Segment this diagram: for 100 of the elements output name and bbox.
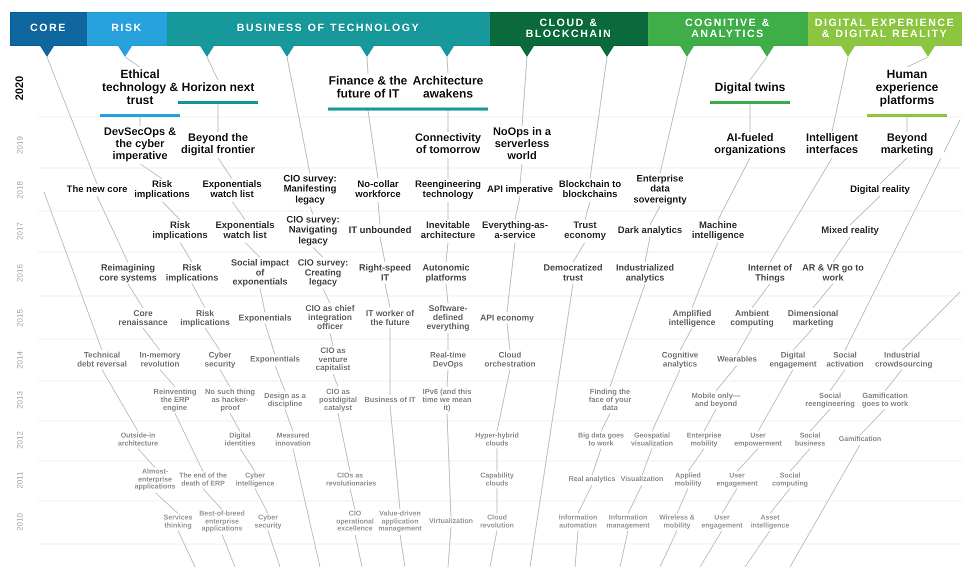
thread-line	[222, 534, 236, 567]
thread-line	[332, 374, 338, 388]
thread-line	[254, 488, 268, 514]
thread-line	[174, 412, 204, 472]
trend-title: API economy	[478, 312, 536, 324]
thread-line	[744, 530, 770, 567]
thread-line	[350, 488, 356, 510]
thread-line	[718, 157, 750, 220]
thread-line	[310, 206, 314, 216]
thread-line	[700, 530, 722, 567]
thread-line	[584, 200, 590, 220]
thread-line	[330, 332, 334, 347]
thread-line	[446, 369, 448, 388]
thread-line	[688, 448, 704, 472]
thread-line	[230, 412, 240, 432]
category-band: CLOUD & BLOCKCHAIN	[490, 12, 648, 57]
thread-line	[496, 369, 510, 432]
thread-line	[46, 56, 98, 184]
thread-line	[244, 242, 260, 258]
year-label: 2017	[16, 222, 24, 240]
year-label: 2016	[16, 264, 24, 282]
thread-line	[644, 236, 650, 263]
thread-line	[268, 530, 280, 567]
trend-title: Digital twins	[710, 80, 790, 104]
thread-line	[162, 200, 180, 220]
thread-line	[220, 369, 230, 388]
thread-line	[292, 448, 320, 567]
category-band: RISK	[87, 12, 167, 57]
thread-line	[676, 488, 688, 514]
trend-title: Finance & the future of IT	[328, 74, 408, 110]
thread-line	[790, 448, 810, 472]
trend-title: Architecture awakens	[408, 74, 488, 110]
thread-line	[496, 448, 498, 472]
thread-line	[192, 283, 206, 308]
year-label: 2015	[16, 309, 24, 327]
thread-line	[506, 242, 516, 313]
thread-line	[902, 292, 960, 351]
thread-line	[716, 364, 738, 392]
thread-line	[832, 56, 848, 133]
thread-line	[880, 157, 908, 184]
thread-line	[160, 369, 176, 388]
thread-line	[522, 56, 528, 127]
thread-line	[240, 448, 256, 472]
thread-line	[400, 534, 406, 567]
thread-line	[390, 404, 400, 510]
year-label: 2011	[16, 471, 24, 489]
year-label: 2013	[16, 391, 24, 409]
thread-line	[750, 56, 768, 80]
thread-line	[124, 56, 140, 68]
thread-line	[322, 288, 330, 304]
thread-line	[790, 444, 860, 567]
thread-line	[844, 120, 960, 351]
thread-line	[218, 157, 232, 180]
trend-title: DevSecOps & the cyber imperative	[103, 126, 177, 164]
thread-line	[366, 56, 368, 74]
thread-line	[660, 56, 688, 174]
thread-line	[202, 488, 222, 510]
thread-line	[652, 369, 680, 432]
trend-title: AR & VR go to work	[802, 262, 864, 284]
thread-line	[286, 56, 310, 174]
thread-line	[204, 328, 220, 351]
thread-line	[232, 200, 246, 220]
trend-title: Reengineering technology	[414, 178, 482, 202]
trend-title: API imperative	[486, 184, 554, 196]
trend-title: Horizon next	[178, 80, 258, 104]
thread-line	[180, 242, 192, 263]
trend-title: Social impact of exponentials	[229, 257, 291, 289]
thread-line	[514, 196, 520, 220]
thread-line	[792, 328, 814, 351]
thread-line	[446, 56, 448, 74]
thread-line	[506, 323, 510, 351]
thread-line	[610, 283, 646, 388]
thread-line	[906, 56, 928, 68]
thread-line	[446, 242, 448, 263]
trend-title: Reimagining core systems	[97, 262, 159, 284]
year-label: 2014	[16, 351, 24, 369]
category-band: BUSINESS OF TECHNOLOGY	[167, 12, 490, 57]
thread-line	[140, 163, 162, 180]
year-label: 2020	[14, 76, 26, 100]
thread-line	[44, 192, 102, 351]
thread-line	[830, 369, 846, 392]
thread-line	[628, 484, 642, 514]
thread-line	[850, 196, 880, 226]
thread-line	[138, 448, 156, 468]
thread-line	[770, 488, 790, 514]
thread-line	[692, 242, 718, 308]
thread-line	[884, 369, 902, 392]
year-label: 2012	[16, 431, 24, 449]
thread-line	[590, 56, 608, 180]
thread-line	[496, 488, 498, 514]
thread-line	[378, 200, 380, 226]
thread-line	[660, 530, 678, 567]
year-label: 2019	[16, 136, 24, 154]
thread-line	[446, 283, 448, 304]
trend-title: Industrialized analytics	[614, 262, 676, 284]
thread-line	[384, 283, 390, 308]
trend-title: Democratized trust	[542, 262, 604, 284]
trend-title: Technical debt reversal	[75, 350, 129, 370]
year-label: 2010	[16, 513, 24, 531]
trend-title: Ethical technology & trust	[100, 67, 180, 117]
